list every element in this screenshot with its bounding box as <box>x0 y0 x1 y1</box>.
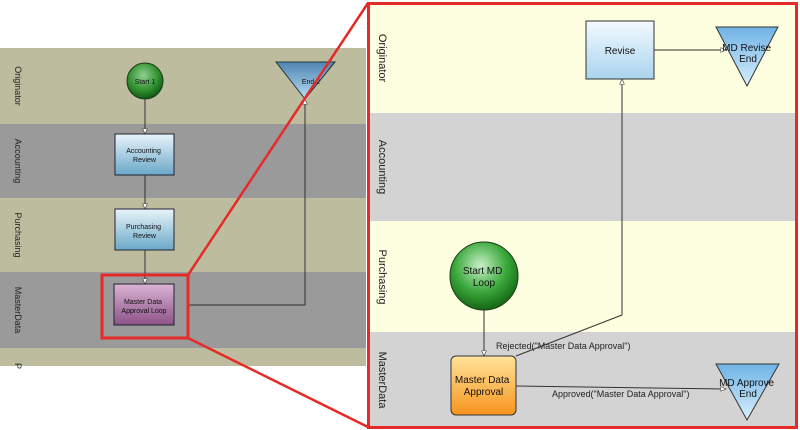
left-lane-purchasing <box>0 198 366 272</box>
revise-label: Revise <box>605 46 636 57</box>
left-lane-p <box>0 348 366 366</box>
edge-label-approved: Approved("Master Data Approval") <box>552 389 689 399</box>
left-lane-label-accounting: Accounting <box>13 139 23 184</box>
zoom-panel: Originator Accounting Purchasing MasterD… <box>369 4 797 427</box>
left-accounting-review-label: Accounting Review <box>126 148 163 164</box>
master-data-approval-label: Master Data Approval <box>455 375 512 398</box>
left-lane-label-purchasing: Purchasing <box>13 212 23 257</box>
master-data-approval-task[interactable] <box>450 355 517 416</box>
left-master-data-loop-task[interactable] <box>113 283 175 326</box>
md-revise-end-node[interactable] <box>715 26 779 88</box>
zoom-panel-frame <box>367 2 798 429</box>
zoom-lane-label-purchasing: Purchasing <box>376 249 388 304</box>
start-md-loop-label: Start MD Loop <box>463 266 505 289</box>
left-lane-label-p: P <box>13 363 23 369</box>
edge-rejected <box>515 79 622 357</box>
revise-task[interactable] <box>585 20 655 80</box>
left-edge-masterdata-end <box>188 99 305 306</box>
left-purchasing-review-task[interactable] <box>114 208 175 251</box>
zoom-connector-bottom <box>187 336 369 429</box>
left-lane-label-masterdata: MasterData <box>13 287 23 334</box>
highlight-box <box>100 273 190 340</box>
zoom-lane-label-originator: Originator <box>376 34 388 83</box>
md-approve-end-label: MD Approve End <box>719 378 777 400</box>
left-master-data-loop-label: Master Data Approval Loop <box>121 299 166 315</box>
left-accounting-review-task[interactable] <box>114 133 175 176</box>
edge-label-rejected: Rejected("Master Data Approval") <box>496 341 630 351</box>
left-lane-accounting <box>0 124 366 198</box>
left-end-node[interactable] <box>274 61 337 100</box>
zoom-lane-purchasing <box>369 221 797 332</box>
zoom-lane-accounting <box>369 113 797 221</box>
left-start-label: Start 1 <box>135 79 156 86</box>
start-md-loop-node[interactable] <box>449 241 519 311</box>
md-approve-end-node[interactable] <box>715 363 780 422</box>
zoom-lane-originator <box>369 4 797 113</box>
left-purchasing-review-label: Purchasing Review <box>126 224 163 240</box>
left-end-label: End 2 <box>302 79 320 86</box>
left-diagram: Originator Accounting Purchasing MasterD… <box>0 48 366 369</box>
md-revise-end-label: MD Revise End <box>722 43 774 65</box>
edge-approved <box>515 385 726 389</box>
left-start-node[interactable] <box>126 62 164 100</box>
zoom-lane-label-masterdata: MasterData <box>376 352 388 410</box>
zoom-lane-label-accounting: Accounting <box>376 140 388 194</box>
left-lane-label-originator: Originator <box>13 66 23 106</box>
zoom-connector-top <box>186 2 370 276</box>
